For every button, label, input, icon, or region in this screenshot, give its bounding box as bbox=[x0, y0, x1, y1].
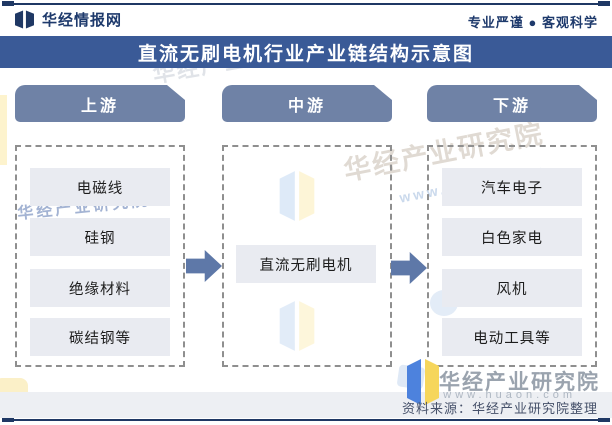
upstream-item: 电磁线 bbox=[30, 168, 170, 206]
right-arrow-icon bbox=[391, 252, 427, 284]
footer-band bbox=[0, 392, 612, 418]
downstream-item: 电动工具等 bbox=[442, 318, 582, 356]
footer-logo-url: www.huaon.com bbox=[443, 389, 576, 401]
watermark-yellow-strip bbox=[0, 95, 7, 165]
footer-logo-text: 华经产业研究院 bbox=[439, 371, 600, 394]
upstream-container bbox=[15, 145, 185, 367]
column-header-midstream: 中游 bbox=[222, 85, 392, 122]
right-arrow-icon bbox=[186, 250, 222, 282]
slogan-text: 专业严谨 ● 客观科学 bbox=[467, 15, 598, 30]
brand: 华经情报网 bbox=[14, 9, 122, 30]
downstream-item: 白色家电 bbox=[442, 218, 582, 256]
upstream-item: 碳结钢等 bbox=[30, 318, 170, 356]
bottom-rule-left-cap bbox=[2, 417, 14, 422]
downstream-item: 汽车电子 bbox=[442, 168, 582, 206]
downstream-item: 风机 bbox=[442, 269, 582, 307]
column-header-downstream: 下游 bbox=[427, 85, 597, 122]
top-rule-right-cap bbox=[598, 1, 610, 6]
brand-name: 华经情报网 bbox=[42, 12, 123, 29]
bottom-rule-right-cap bbox=[598, 417, 610, 422]
bottom-rule bbox=[6, 419, 606, 421]
upstream-item: 绝缘材料 bbox=[30, 269, 170, 307]
downstream-container bbox=[427, 145, 597, 367]
top-rule bbox=[6, 3, 606, 5]
midstream-container bbox=[222, 145, 392, 367]
page-title: 直流无刷电机行业产业链结构示意图 bbox=[0, 36, 612, 68]
data-source-text: 资料来源：华经产业研究院整理 bbox=[401, 401, 598, 416]
book-logo-icon bbox=[14, 10, 35, 29]
upstream-item: 硅钢 bbox=[30, 218, 170, 256]
midstream-item: 直流无刷电机 bbox=[236, 245, 376, 283]
column-header-upstream: 上游 bbox=[15, 85, 185, 122]
top-rule-left-cap bbox=[2, 1, 14, 6]
